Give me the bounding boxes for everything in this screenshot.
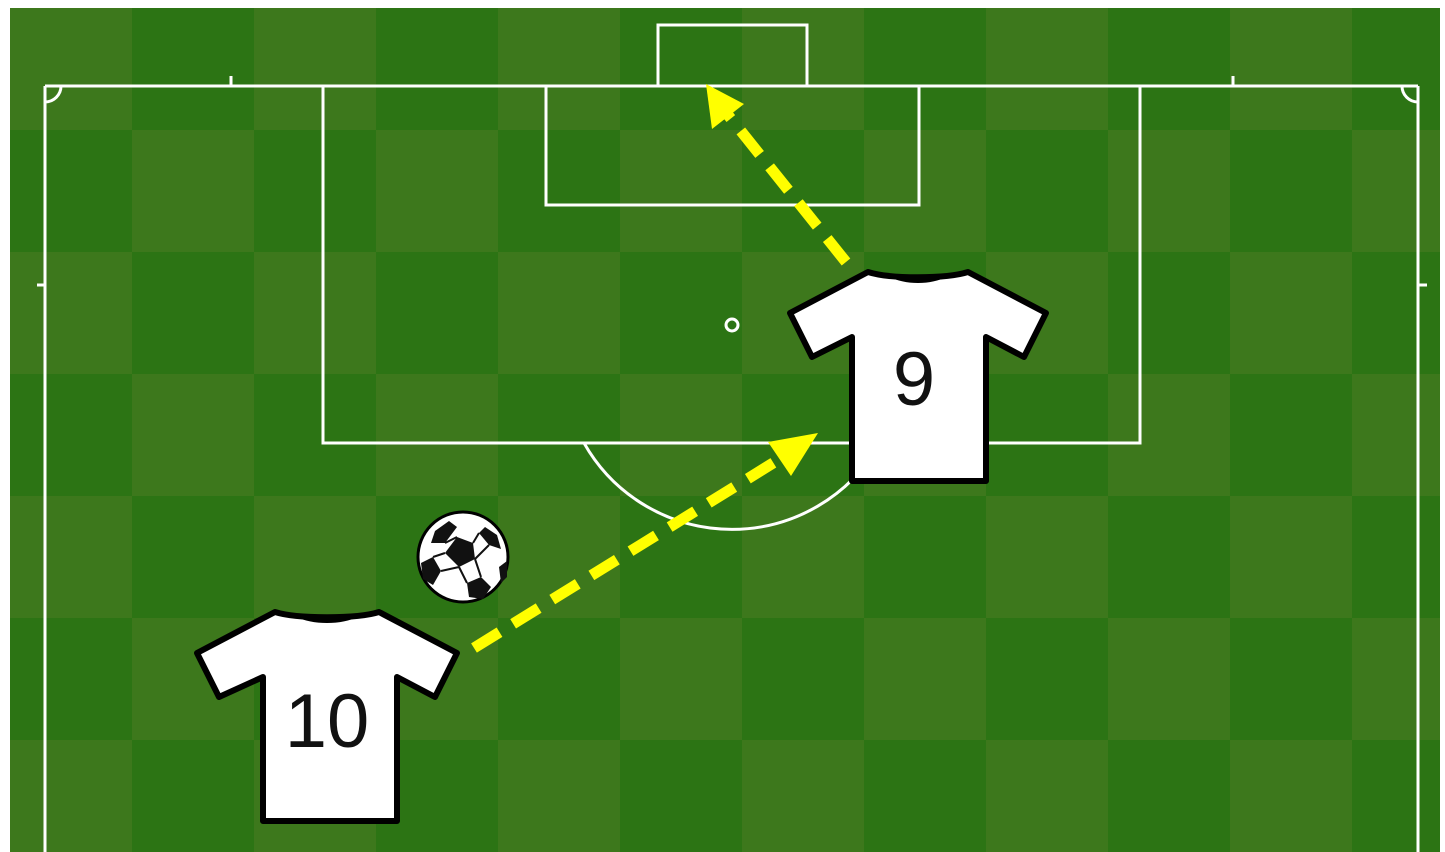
football-icon xyxy=(418,512,508,602)
pitch-grass xyxy=(10,8,1440,852)
jersey-number-9: 9 xyxy=(893,337,935,422)
jersey-number-10: 10 xyxy=(285,679,370,764)
